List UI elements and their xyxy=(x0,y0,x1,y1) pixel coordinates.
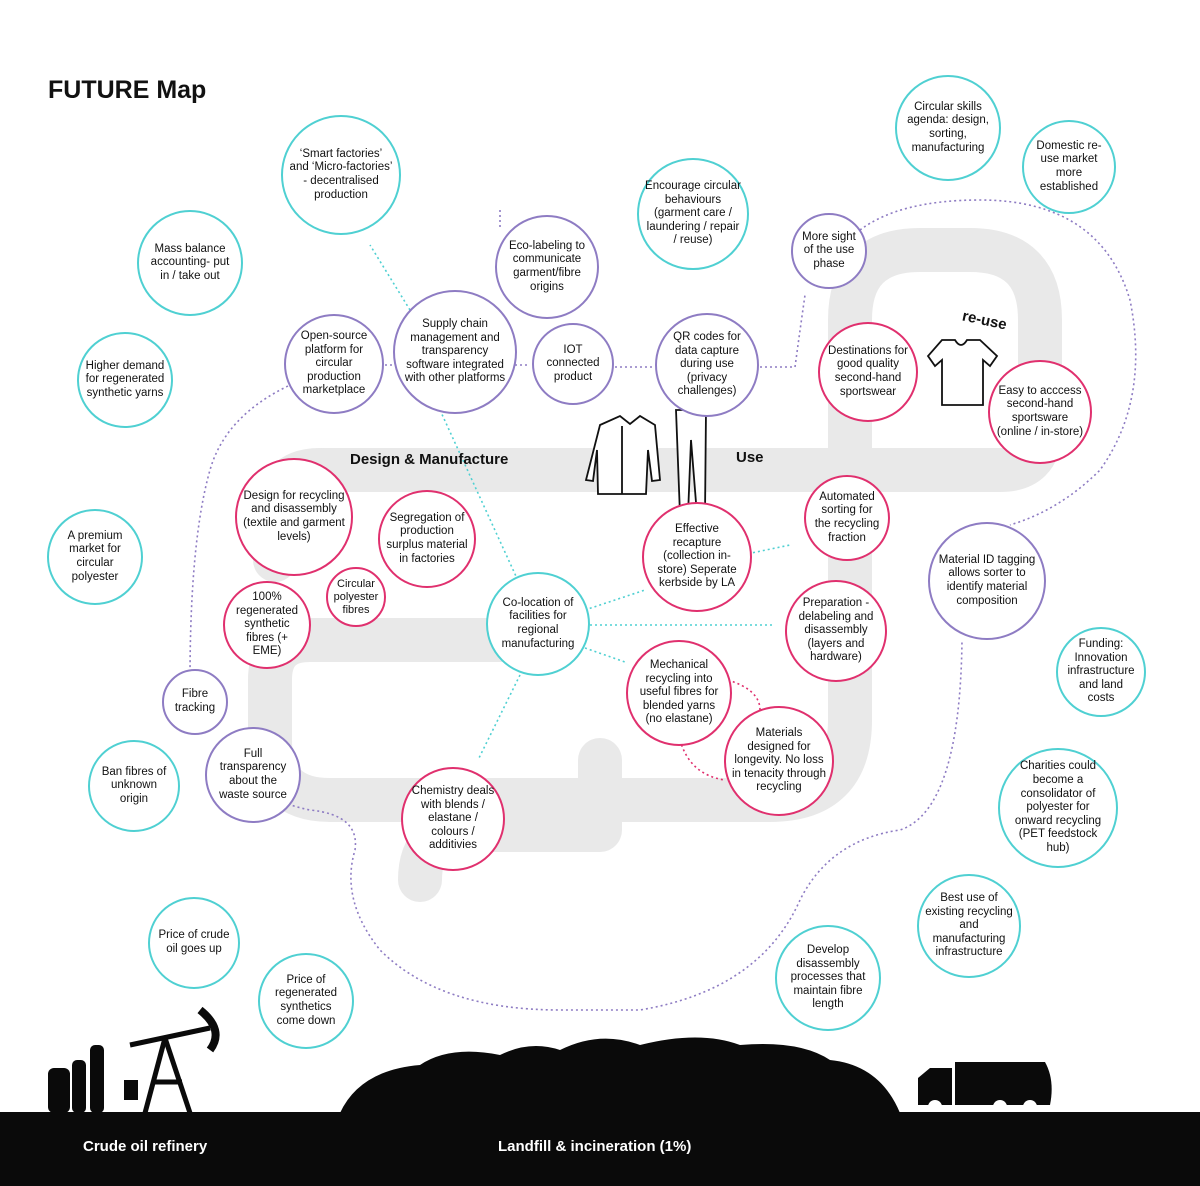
bubble-circular-poly: Circular polyester fibres xyxy=(326,567,386,627)
bubble-text: Preparation - delabeling and disassembly… xyxy=(798,597,874,664)
bubble-recapture: Effective recapture (collection in-store… xyxy=(642,502,752,612)
bubble-material-id: Material ID tagging allows sorter to ide… xyxy=(928,522,1046,640)
bubble-text: 100% regenerated synthetic fibres (+ EME… xyxy=(235,591,299,658)
bubble-price-crude: Price of crude oil goes up xyxy=(148,897,240,989)
bubble-text: IOT connected product xyxy=(546,343,600,383)
bubble-preparation: Preparation - delabeling and disassembly… xyxy=(785,580,887,682)
bubble-text: Funding: Innovation infrastructure and l… xyxy=(1067,638,1135,705)
bubble-text: Charities could become a consolidator of… xyxy=(1014,760,1102,854)
bubble-higher-demand: Higher demand for regenerated synthetic … xyxy=(77,332,173,428)
bubble-text: Fibre tracking xyxy=(174,688,216,714)
bubble-text: Domestic re-use market more established xyxy=(1036,139,1102,193)
bubble-chemistry: Chemistry deals with blends / elastane /… xyxy=(401,767,505,871)
bubble-text: Full transparency about the waste source xyxy=(219,747,287,801)
bubble-text: Encourage circular behaviours (garment c… xyxy=(645,180,741,247)
bubble-ban-fibres: Ban fibres of unknown origin xyxy=(88,740,180,832)
tshirt-icon xyxy=(926,339,999,406)
bubble-text: Price of crude oil goes up xyxy=(158,929,230,955)
bubble-text: Easy to acccess second-hand sportsware (… xyxy=(996,384,1084,438)
bubble-text: Mass balance accounting- put in / take o… xyxy=(150,242,230,282)
bubble-text: QR codes for data capture during use (pr… xyxy=(673,331,741,398)
bubble-charities: Charities could become a consolidator of… xyxy=(998,748,1118,868)
refinery-label: Crude oil refinery xyxy=(83,1138,208,1155)
bubble-best-use: Best use of existing recycling and manuf… xyxy=(917,874,1021,978)
landfill-label: Landfill & incineration (1%) xyxy=(498,1138,692,1155)
bubble-text: Co-location of facilities for regional m… xyxy=(501,596,575,650)
bubble-more-sight: More sight of the use phase xyxy=(791,213,867,289)
bubble-smart-factories: ‘Smart factories’ and ‘Micro-factories’ … xyxy=(281,115,401,235)
jacket-icon xyxy=(584,414,661,495)
bubble-develop: Develop disassembly processes that maint… xyxy=(775,925,881,1031)
bubble-text: Materials designed for longevity. No los… xyxy=(732,727,826,794)
bubble-text: Open-source platform for circular produc… xyxy=(300,330,368,397)
bubble-text: A premium market for circular polyester xyxy=(67,529,123,583)
bubble-domestic: Domestic re-use market more established xyxy=(1022,120,1116,214)
bubble-text: Mechanical recycling into useful fibres … xyxy=(639,659,719,726)
landfill-mound-icon xyxy=(340,1037,900,1113)
bubble-eco-label: Eco-labeling to communicate garment/fibr… xyxy=(495,215,599,319)
bubble-regenerated: 100% regenerated synthetic fibres (+ EME… xyxy=(223,581,311,669)
bubble-price-regen: Price of regenerated synthetics come dow… xyxy=(258,953,354,1049)
page-title: FUTURE Map xyxy=(48,76,207,104)
bubble-iot: IOT connected product xyxy=(532,323,614,405)
bubble-destinations: Destinations for good quality second-han… xyxy=(818,322,918,422)
garbage-truck-icon xyxy=(918,1062,1052,1114)
bubble-text: Higher demand for regenerated synthetic … xyxy=(85,359,165,399)
bubble-text: Chemistry deals with blends / elastane /… xyxy=(411,785,495,852)
bubble-text: Effective recapture (collection in-store… xyxy=(657,523,737,590)
bubble-text: Circular skills agenda: design, sorting,… xyxy=(907,100,989,154)
bubble-easy-access: Easy to acccess second-hand sportsware (… xyxy=(988,360,1092,464)
bubble-colocation: Co-location of facilities for regional m… xyxy=(486,572,590,676)
bubble-longevity: Materials designed for longevity. No los… xyxy=(724,706,834,816)
refinery-tanks-icon xyxy=(48,1045,104,1113)
bubble-skills: Circular skills agenda: design, sorting,… xyxy=(895,75,1001,181)
bubble-text: Automated sorting for the recycling frac… xyxy=(814,490,880,544)
bubble-text: Price of regenerated synthetics come dow… xyxy=(274,973,338,1027)
bubble-full-transparency: Full transparency about the waste source xyxy=(205,727,301,823)
design-manufacture-label: Design & Manufacture xyxy=(350,451,509,468)
bubble-text: More sight of the use phase xyxy=(802,230,856,270)
pink-links xyxy=(679,679,761,781)
oil-pump-icon xyxy=(124,1006,220,1114)
bubble-premium-market: A premium market for circular polyester xyxy=(47,509,143,605)
bubble-segregation: Segregation of production surplus materi… xyxy=(378,490,476,588)
bubble-fibre-tracking: Fibre tracking xyxy=(162,669,228,735)
bubble-auto-sorting: Automated sorting for the recycling frac… xyxy=(804,475,890,561)
bubble-qr-codes: QR codes for data capture during use (pr… xyxy=(655,313,759,417)
bubble-funding: Funding: Innovation infrastructure and l… xyxy=(1056,627,1146,717)
bubble-text: Ban fibres of unknown origin xyxy=(101,765,167,805)
bubble-mass-balance: Mass balance accounting- put in / take o… xyxy=(137,210,243,316)
use-label: Use xyxy=(736,449,764,466)
bubble-text: Develop disassembly processes that maint… xyxy=(790,944,866,1011)
bubble-supply-chain: Supply chain management and transparency… xyxy=(393,290,517,414)
bubble-design-recycling: Design for recycling and disassembly (te… xyxy=(235,458,353,576)
bubble-text: Eco-labeling to communicate garment/fibr… xyxy=(508,239,586,293)
ground-strip xyxy=(0,1112,1200,1186)
bubble-text: Best use of existing recycling and manuf… xyxy=(925,892,1013,959)
leggings-icon xyxy=(675,409,707,516)
bubble-text: Destinations for good quality second-han… xyxy=(828,344,908,398)
bubble-encourage: Encourage circular behaviours (garment c… xyxy=(637,158,749,270)
bubble-text: Design for recycling and disassembly (te… xyxy=(243,489,345,543)
bubble-text: Circular polyester fibres xyxy=(333,577,379,616)
bubble-open-source: Open-source platform for circular produc… xyxy=(284,314,384,414)
bubble-text: Material ID tagging allows sorter to ide… xyxy=(938,553,1036,607)
bubble-mechanical: Mechanical recycling into useful fibres … xyxy=(626,640,732,746)
bubble-text: Supply chain management and transparency… xyxy=(404,318,506,385)
bubble-text: ‘Smart factories’ and ‘Micro-factories’ … xyxy=(289,147,393,201)
bubble-text: Segregation of production surplus materi… xyxy=(386,511,468,565)
